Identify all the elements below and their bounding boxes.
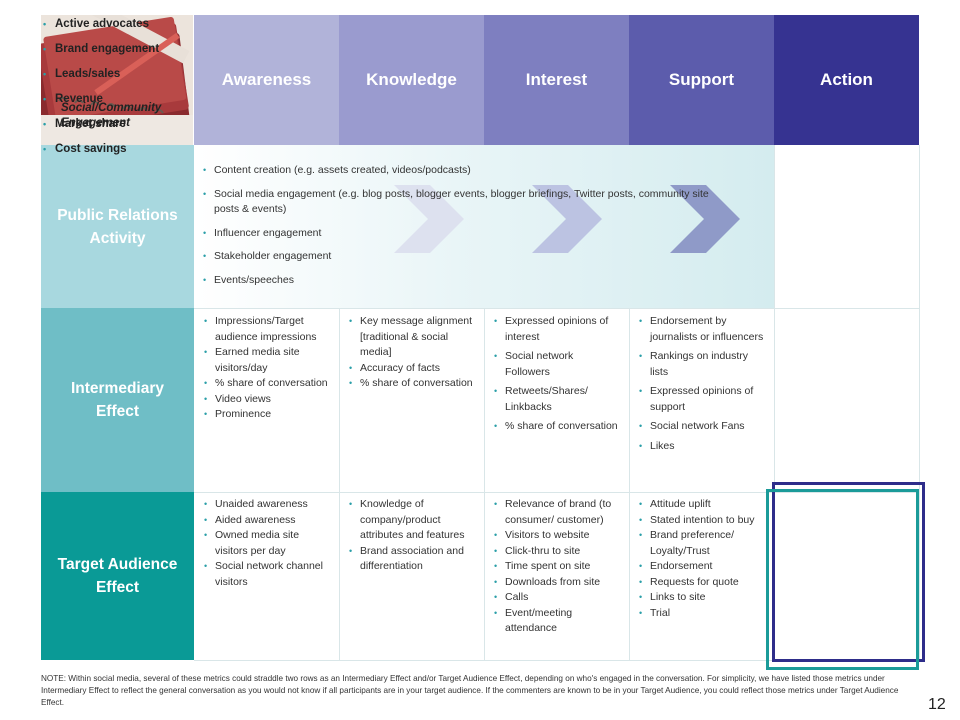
pr-action-cell [774,145,919,308]
footnote: NOTE: Within social media, several of th… [41,674,899,707]
list-item: Key message alignment [traditional & soc… [347,314,476,361]
intermediary-interest-cell: Expressed opinions of interest Social ne… [484,308,629,492]
target-support-cell: Attitude uplift Stated intention to buy … [629,492,774,660]
grid-line [339,308,340,660]
grid-line [919,145,920,660]
grid-line [774,145,775,660]
list-item: Downloads from site [492,575,621,591]
list-item: Earned media site visitors/day [202,345,331,376]
list-item: Rankings on industry lists [637,349,766,380]
list-item: Accuracy of facts [347,361,476,377]
list-item: Retweets/Shares/ Linkbacks [492,384,621,415]
list-item: Expressed opinions of support [637,384,766,415]
column-header-action: Action [774,15,919,145]
list-item: Brand association and differentiation [347,544,476,575]
pr-activity-list: Content creation (e.g. assets created, v… [201,163,721,296]
column-header-knowledge: Knowledge [339,15,484,145]
list-item: Expressed opinions of interest [492,314,621,345]
row-label-public-relations: Public Relations Activity [41,145,194,308]
list-item: Requests for quote [637,575,766,591]
list-item: Owned media site visitors per day [202,528,331,559]
corner-overlay-label: Social/Community Engagement [61,102,162,129]
column-header-support: Support [629,15,774,145]
list-item: Time spent on site [492,559,621,575]
list-item: Social network channel visitors [202,559,331,590]
list-item: Events/speeches [201,273,721,289]
list-item: Likes [637,439,766,455]
list-item: % share of conversation [202,376,331,392]
corner-metric-list: Active advocates Brand engagement Leads/… [41,12,201,162]
corner-item: Active advocates [41,12,201,37]
list-item: Prominence [202,407,331,423]
list-item: Knowledge of company/product attributes … [347,497,476,544]
list-item: Stakeholder engagement [201,249,721,265]
list-item: Endorsement [637,559,766,575]
list-item: Aided awareness [202,513,331,529]
intermediary-knowledge-cell: Key message alignment [traditional & soc… [339,308,484,492]
page-number: 12 [928,696,946,713]
column-header-interest: Interest [484,15,629,145]
corner-item: Revenue [41,87,201,112]
grid-line [194,308,919,309]
target-awareness-cell: Unaided awareness Aided awareness Owned … [194,492,339,660]
list-item: Relevance of brand (to consumer/ custome… [492,497,621,528]
corner-item: Cost savings [41,137,201,162]
list-item: Impressions/Target audience impressions [202,314,331,345]
list-item: Trial [637,606,766,622]
corner-item: Leads/sales [41,62,201,87]
list-item: Click-thru to site [492,544,621,560]
list-item: Stated intention to buy [637,513,766,529]
intermediary-awareness-cell: Impressions/Target audience impressions … [194,308,339,492]
list-item: Calls [492,590,621,606]
column-header-awareness: Awareness [194,15,339,145]
list-item: Links to site [637,590,766,606]
highlight-frame-teal [766,489,919,670]
corner-item: Brand engagement [41,37,201,62]
list-item: % share of conversation [492,419,621,435]
list-item: Brand preference/ Loyalty/Trust [637,528,766,559]
target-knowledge-cell: Knowledge of company/product attributes … [339,492,484,660]
grid-line [194,492,919,493]
list-item: Visitors to website [492,528,621,544]
list-item: Social media engagement (e.g. blog posts… [201,187,721,218]
list-item: Content creation (e.g. assets created, v… [201,163,721,179]
row-label-intermediary: Intermediary Effect [41,308,194,492]
grid-line [629,308,630,660]
list-item: Event/meeting attendance [492,606,621,637]
highlight-frame-navy [772,482,925,662]
row-label-target-audience: Target Audience Effect [41,492,194,660]
intermediary-action-cell [774,308,919,492]
list-item: Social network Fans [637,419,766,435]
target-action-cell [774,492,919,660]
list-item: Video views [202,392,331,408]
grid-line [484,308,485,660]
target-interest-cell: Relevance of brand (to consumer/ custome… [484,492,629,660]
list-item: Unaided awareness [202,497,331,513]
grid-line [194,660,919,661]
list-item: Social network Followers [492,349,621,380]
corner-cell: Active advocates Brand engagement Leads/… [41,12,193,162]
list-item: % share of conversation [347,376,476,392]
list-item: Influencer engagement [201,226,721,242]
list-item: Endorsement by journalists or influencer… [637,314,766,345]
list-item: Attitude uplift [637,497,766,513]
corner-item: Market share [41,112,201,137]
intermediary-support-cell: Endorsement by journalists or influencer… [629,308,774,492]
pr-activity-cell: Content creation (e.g. assets created, v… [194,145,774,308]
